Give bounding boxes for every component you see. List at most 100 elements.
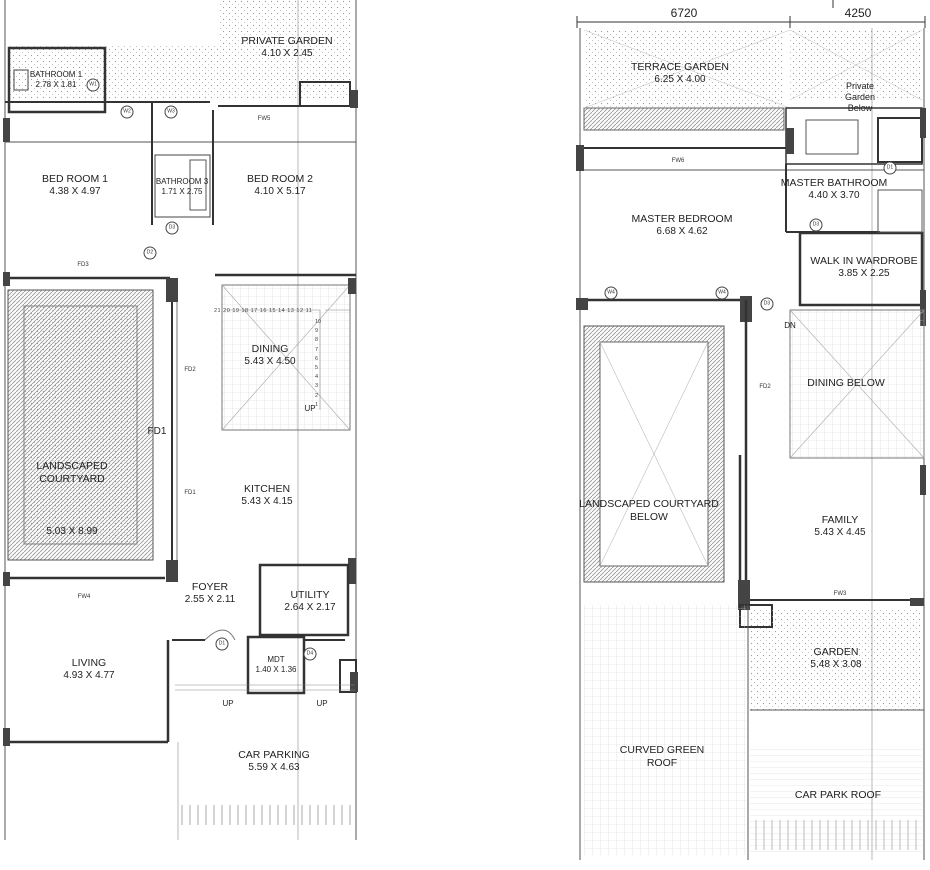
- door-label-fd1: FD1: [147, 426, 167, 437]
- room-name: LIVING: [71, 657, 107, 669]
- room-label-bed-room-2: BED ROOM 2 4.10 X 5.17: [247, 173, 313, 199]
- room-dims: 4.40 X 3.70: [808, 190, 860, 202]
- room-name: FAMILY: [821, 514, 859, 526]
- room-name: BED ROOM 1: [42, 173, 108, 185]
- room-dims: 5.59 X 4.63: [248, 762, 300, 774]
- room-name: CAR PARK ROOF: [794, 789, 882, 801]
- room-label-bed-room-1: BED ROOM 1 4.38 X 4.97: [42, 173, 108, 199]
- room-label-bathroom-1: BATHROOM 1 2.78 X 1.81: [30, 70, 82, 90]
- stair-number: 12: [296, 308, 304, 314]
- stair-number: 6: [315, 355, 319, 362]
- room-name: DINING: [251, 343, 289, 355]
- room-label-landscaped-courtyard-below: LANDSCAPED COURTYARD BELOW: [579, 458, 719, 544]
- stair-number: 17: [250, 308, 258, 314]
- room-label-car-park-roof: CAR PARK ROOF: [795, 789, 881, 802]
- tag-fd2: FD2: [184, 367, 196, 373]
- room-name: LANDSCAPED COURTYARD: [36, 460, 108, 486]
- stair-number: 5: [315, 365, 319, 372]
- room-label-living: LIVING 4.93 X 4.77: [63, 657, 114, 683]
- room-dims: 4.10 X 2.45: [261, 48, 313, 60]
- room-name: Private Garden Below: [844, 80, 876, 114]
- room-label-foyer: FOYER 2.55 X 2.11: [185, 581, 235, 607]
- room-label-car-parking: CAR PARKING 5.59 X 4.63: [238, 749, 310, 775]
- room-label-utility: UTILITY 2.64 X 2.17: [284, 589, 335, 615]
- stair-number: 20: [223, 308, 231, 314]
- tag-fw6: FW6: [671, 158, 685, 164]
- tag-d1: D1: [215, 637, 229, 651]
- tag-w3: W3: [164, 105, 178, 119]
- room-label-kitchen: KITCHEN 5.43 X 4.15: [241, 483, 292, 509]
- room-dims: 5.03 X 8.99: [46, 526, 98, 538]
- room-name: BATHROOM 1: [29, 70, 83, 79]
- tag-d3: D3: [809, 218, 823, 232]
- tag-d2: D2: [143, 246, 157, 260]
- room-dims: 2.78 X 1.81: [35, 80, 77, 89]
- stair-down-label: DN: [784, 321, 796, 330]
- upper-floor-plan: [576, 0, 926, 860]
- stair-number: 16: [259, 308, 267, 314]
- room-dims: 4.38 X 4.97: [49, 186, 101, 198]
- room-label-mdt: MDT 1.40 X 1.36: [256, 655, 297, 675]
- stair-number: 18: [241, 308, 249, 314]
- tag-fw4: FW4: [77, 594, 91, 600]
- room-name: PRIVATE GARDEN: [241, 35, 333, 47]
- stair-number: 1: [315, 401, 319, 408]
- room-label-curved-green-roof: CURVED GREEN ROOF: [620, 704, 704, 790]
- room-name: CURVED GREEN ROOF: [619, 744, 705, 770]
- tag-w4: W4: [715, 286, 729, 300]
- stair-number: 4: [315, 374, 319, 381]
- room-dims: 4.10 X 5.17: [254, 186, 306, 198]
- dimension-right: 4250: [844, 6, 872, 20]
- room-dims: 5.43 X 4.45: [814, 527, 866, 539]
- room-dims: 5.43 X 4.50: [244, 356, 296, 368]
- stair-number: 9: [315, 328, 319, 335]
- tag-d3: D3: [760, 297, 774, 311]
- room-label-terrace-garden: TERRACE GARDEN 6.25 X 4.00: [631, 61, 729, 87]
- stair-number: 8: [315, 337, 319, 344]
- room-label-family: FAMILY 5.43 X 4.45: [814, 514, 865, 540]
- stair-number: 10: [315, 319, 322, 325]
- tag-d4: D4: [303, 647, 317, 661]
- tag-fw3: FW3: [833, 591, 847, 597]
- stair-number: 15: [268, 308, 277, 314]
- room-label-master-bedroom: MASTER BEDROOM 6.68 X 4.62: [632, 213, 733, 239]
- tag-fd2: FD2: [759, 384, 771, 390]
- room-name: FOYER: [191, 581, 229, 593]
- room-dims: 2.55 X 2.11: [184, 594, 236, 606]
- stair-number: 11: [305, 308, 313, 314]
- stair-number: 2: [315, 392, 319, 399]
- room-label-bathroom-3: BATHROOM 3 1.71 X 2.75: [156, 177, 208, 197]
- room-name: KITCHEN: [243, 483, 291, 495]
- room-name: UTILITY: [290, 589, 330, 601]
- room-label-master-bathroom: MASTER BATHROOM 4.40 X 3.70: [781, 177, 888, 203]
- room-name: BATHROOM 3: [155, 177, 209, 186]
- stair-number: 14: [278, 308, 286, 314]
- stair-up-label: UP: [304, 404, 316, 413]
- entry-up-label: UP: [222, 699, 234, 708]
- room-label-landscaped-courtyard: LANDSCAPED COURTYARD 5.03 X 8.99: [36, 420, 107, 559]
- tag-fw5: FW5: [257, 116, 271, 122]
- stair-number: 7: [315, 346, 319, 353]
- stair-number: 13: [287, 308, 295, 314]
- room-dims: 3.85 X 2.25: [838, 268, 890, 280]
- tag-d1: D1: [883, 161, 897, 175]
- ground-floor-plan: [3, 0, 358, 840]
- tag-w1: W1: [86, 78, 100, 92]
- room-name: BED ROOM 2: [247, 173, 313, 185]
- tag-fd1: FD1: [184, 490, 196, 496]
- room-dims: 6.68 X 4.62: [656, 226, 708, 238]
- stair-number: 3: [315, 383, 319, 390]
- stair-numbers-vertical: 10 9 8 7 6 5 4 3 2 1: [315, 318, 321, 410]
- room-name: DINING BELOW: [807, 377, 885, 389]
- room-name: WALK IN WARDROBE: [810, 255, 918, 267]
- tag-w2: W2: [120, 105, 134, 119]
- room-dims: 5.43 X 4.15: [241, 496, 293, 508]
- room-dims: 2.64 X 2.17: [284, 602, 336, 614]
- room-label-dining-below: DINING BELOW: [807, 377, 885, 390]
- tag-w4: W4: [604, 286, 618, 300]
- entry-up-label: UP: [316, 699, 328, 708]
- room-name: CAR PARKING: [238, 749, 310, 761]
- room-label-private-garden-below: Private Garden Below: [845, 58, 875, 126]
- tag-fd3: FD3: [77, 262, 89, 268]
